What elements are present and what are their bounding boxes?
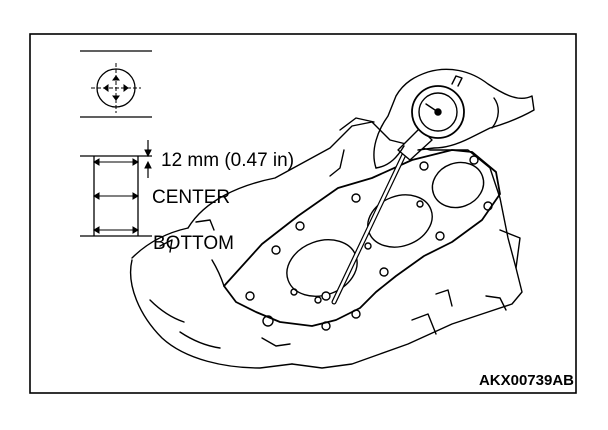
bottom-label: BOTTOM [153, 233, 234, 254]
figure-code-label: AKX00739AB [479, 372, 574, 389]
measurement-label: 12 mm (0.47 in) [161, 150, 294, 171]
center-label: CENTER [152, 187, 230, 208]
bore-top-view [80, 50, 152, 118]
bore-gauge-illustration [314, 68, 535, 305]
engine-block-illustration [130, 117, 523, 369]
bore-side-view [80, 140, 152, 237]
figure-frame [29, 33, 577, 394]
